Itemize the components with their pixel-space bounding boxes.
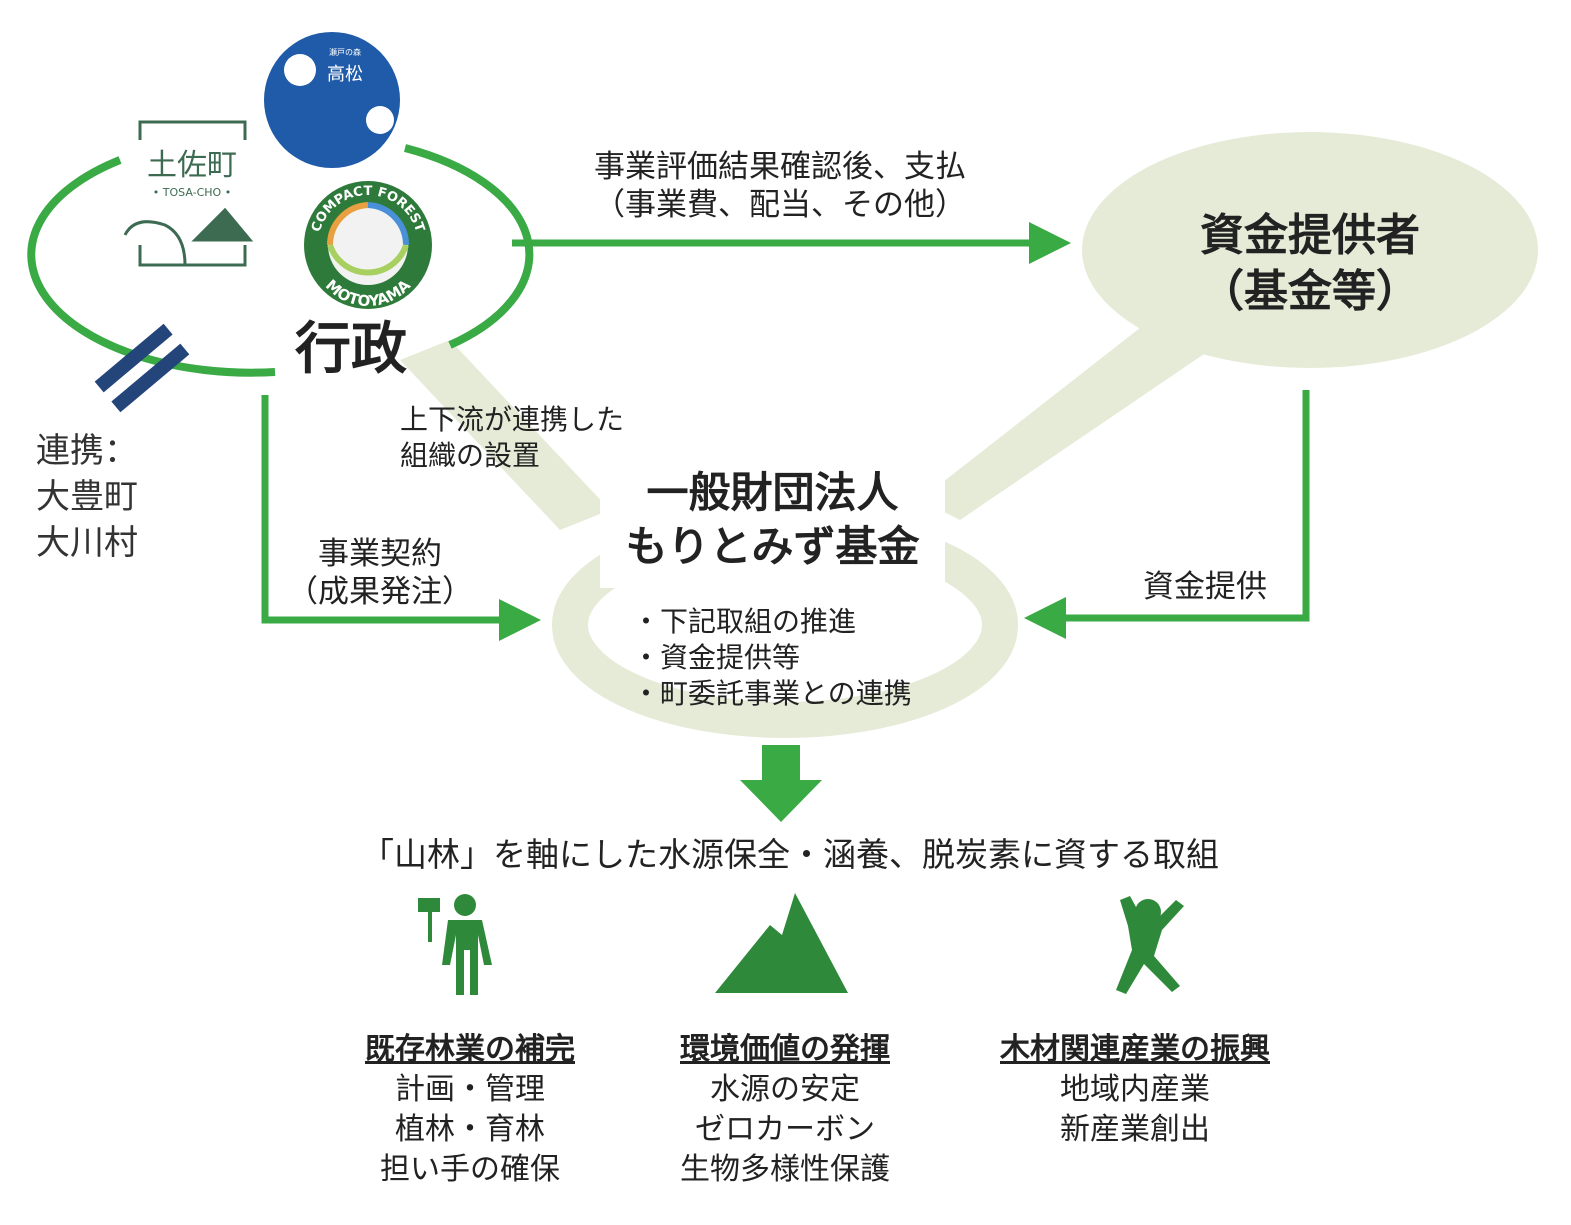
column-item: 担い手の確保 <box>380 1152 560 1187</box>
bullet: ・資金提供等 <box>632 641 801 674</box>
svg-text:• TOSA-CHO •: • TOSA-CHO • <box>153 186 231 199</box>
equals-icon <box>94 323 190 413</box>
column-title: 木材関連産業の振興 <box>1000 1032 1270 1067</box>
funder-ellipse <box>1082 132 1538 368</box>
column-item: ゼロカーボン <box>695 1112 875 1147</box>
funder-line: （基金等） <box>1200 266 1420 317</box>
payment-label: 事業評価結果確認後、支払 （事業費、配当、その他） <box>540 148 1020 224</box>
contract-line: （成果発注） <box>287 574 473 610</box>
column-title: 既存林業の補完 <box>365 1032 575 1067</box>
svg-text:高松: 高松 <box>327 64 363 85</box>
mountain-icon <box>715 893 848 993</box>
foundation-line: 一般財団法人 <box>646 468 899 517</box>
column-title: 環境価値の発揮 <box>680 1032 890 1067</box>
svg-text:瀬戸の森: 瀬戸の森 <box>329 47 361 57</box>
contract-arrow <box>261 395 541 641</box>
partner-label: 連携： <box>36 431 138 471</box>
bullet: ・下記取組の推進 <box>632 605 857 638</box>
column-item: 水源の安定 <box>710 1072 860 1107</box>
down-arrow <box>740 745 822 822</box>
gyosei-ring <box>27 156 276 377</box>
payment-line: 事業評価結果確認後、支払 <box>594 149 966 185</box>
contract-line: 事業契約 <box>318 536 442 572</box>
column-item: 計画・管理 <box>395 1072 545 1107</box>
link-band-funder <box>920 320 1210 520</box>
column-item: 生物多様性保護 <box>680 1152 890 1187</box>
org-setup-line: 上下流が連携した <box>400 403 625 436</box>
forester-icon <box>418 894 492 995</box>
column-item: 地域内産業 <box>1060 1072 1210 1107</box>
funding-arrow <box>1024 390 1310 639</box>
org-setup-label: 上下流が連携した 組織の設置 <box>400 402 624 474</box>
town: 大川村 <box>36 523 138 563</box>
org-setup-line: 組織の設置 <box>400 439 541 472</box>
svg-text:土佐町: 土佐町 <box>147 148 237 183</box>
link-band-gyosei <box>400 340 610 530</box>
foundation-bullets: ・下記取組の推進 ・資金提供等 ・町委託事業との連携 <box>632 604 912 712</box>
column-item: 新産業創出 <box>1060 1112 1210 1147</box>
contract-label: 事業契約 （成果発注） <box>280 535 480 611</box>
town: 大豊町 <box>36 477 138 517</box>
column-item: 植林・育林 <box>395 1112 545 1147</box>
tosa-cho-logo: 土佐町 • TOSA-CHO • <box>123 120 254 267</box>
column-forestry: 既存林業の補完 計画・管理 植林・育林 担い手の確保 <box>300 1030 640 1190</box>
goal-heading: 「山林」を軸にした水源保全・涵養、脱炭素に資する取組 <box>361 835 1219 874</box>
running-person-icon <box>1116 896 1184 994</box>
payment-line: （事業費、配当、その他） <box>594 187 966 223</box>
foundation-line: もりとみず基金 <box>625 522 920 571</box>
gyosei-label: 行政 <box>295 317 407 382</box>
bullet: ・町委託事業との連携 <box>632 677 912 710</box>
funding-label: 資金提供 <box>1143 569 1267 605</box>
column-timber-industry: 木材関連産業の振興 地域内産業 新産業創出 <box>965 1030 1305 1150</box>
column-environment: 環境価値の発揮 水源の安定 ゼロカーボン 生物多様性保護 <box>615 1030 955 1190</box>
funder-line: 資金提供者 <box>1200 210 1420 261</box>
foundation-title: 一般財団法人 もりとみず基金 <box>600 462 945 588</box>
funder-label: 資金提供者 （基金等） <box>1110 208 1510 320</box>
partner-towns: 連携： 大豊町 大川村 <box>36 428 138 566</box>
motoyama-logo: COMPACT FOREST MOTOYAMA <box>304 181 432 310</box>
takamatsu-logo: 高松 瀬戸の森 <box>264 32 400 168</box>
